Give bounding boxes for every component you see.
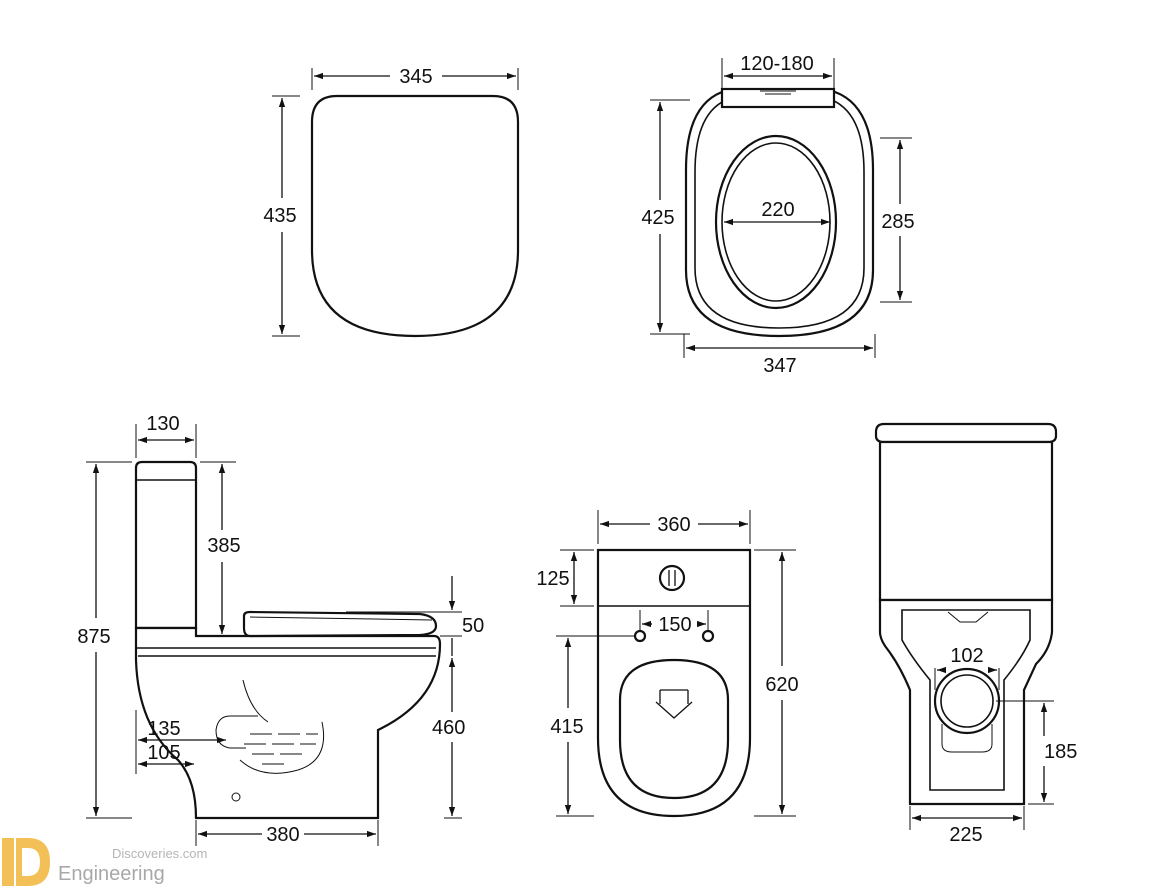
lid-top-view: 345 435 [263, 66, 520, 338]
base-width-label: 360 [657, 514, 690, 536]
toilet-length-label: 380 [266, 824, 299, 846]
outlet-height-2-label: 105 [147, 742, 180, 764]
outlet-diameter-label: 102 [950, 645, 983, 667]
seat-depth-label: 425 [641, 207, 674, 229]
bolt-spacing-label: 150 [658, 614, 691, 636]
lid-width-label: 345 [399, 66, 432, 88]
watermark-brand: Engineering [58, 863, 165, 885]
outlet-height-label: 185 [1044, 741, 1077, 763]
side-view: 130 385 875 50 460 135 105 380 [77, 413, 484, 846]
watermark-site: Discoveries.com [112, 846, 207, 861]
opening-width-label: 220 [761, 199, 794, 221]
bottom-view: 360 125 150 620 415 [536, 510, 799, 818]
back-base-width-label: 225 [949, 824, 982, 846]
outlet-height-1-label: 135 [147, 718, 180, 740]
seat-top-view: 120-180 220 425 285 347 [641, 53, 914, 377]
watermark: D Discoveries.com Engineering [2, 838, 207, 886]
seat-width-label: 347 [763, 355, 796, 377]
bolt-to-outlet-label: 415 [550, 716, 583, 738]
opening-depth-label: 285 [881, 211, 914, 233]
base-length-label: 620 [765, 674, 798, 696]
hole-offset-label: 125 [536, 568, 569, 590]
lid-depth-label: 435 [263, 205, 296, 227]
back-view: 102 185 225 [874, 422, 1077, 846]
tank-height-label: 385 [207, 535, 240, 557]
tank-depth-label: 130 [146, 413, 179, 435]
total-height-label: 875 [77, 626, 110, 648]
seat-height-label: 460 [432, 717, 465, 739]
hinge-width-label: 120-180 [740, 53, 813, 75]
seat-thickness-label: 50 [462, 615, 484, 637]
watermark-logo: D [2, 838, 50, 886]
